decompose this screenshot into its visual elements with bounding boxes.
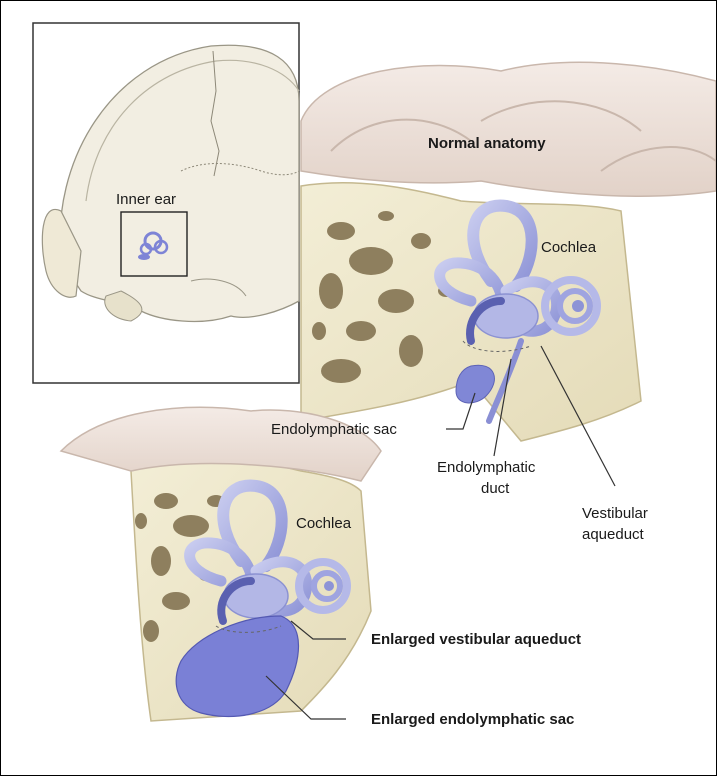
label-inner-ear: Inner ear <box>116 191 176 208</box>
leader-enlarged-endolymphatic-sac <box>265 675 346 720</box>
labyrinth-enlarged <box>175 479 351 718</box>
leader-enlarged-vestibular-aqueduct <box>290 620 346 640</box>
inner-ear-zoom-box <box>120 211 188 277</box>
label-endolymphatic-sac: Endolymphatic sac <box>271 421 397 438</box>
label-enlarged-endolymphatic-sac: Enlarged endolymphatic sac <box>371 711 574 728</box>
leader-vestibular-aqueduct <box>540 345 616 487</box>
label-vestibular-aqueduct-1: Vestibular <box>582 505 648 522</box>
head-inset <box>32 22 300 384</box>
label-cochlea-bottom: Cochlea <box>296 515 352 532</box>
label-endolymphatic-duct-1: Endolymphatic <box>437 459 536 476</box>
leader-lines <box>265 345 616 720</box>
label-normal-anatomy: Normal anatomy <box>428 135 546 152</box>
label-cochlea-top: Cochlea <box>541 239 597 256</box>
inner-ear-mini <box>138 231 169 260</box>
leader-endolymphatic-sac <box>446 392 476 430</box>
cochlea-top <box>541 276 601 336</box>
leader-endolymphatic-duct <box>493 358 512 457</box>
label-enlarged-vestibular-aqueduct: Enlarged vestibular aqueduct <box>371 631 581 648</box>
cochlea-bottom <box>295 558 351 614</box>
label-vestibular-aqueduct-2: aqueduct <box>582 526 645 543</box>
label-endolymphatic-duct-2: duct <box>481 480 510 497</box>
brain-tissue-top <box>300 61 716 197</box>
labyrinth-normal <box>434 199 601 424</box>
temporal-bone-normal <box>300 181 642 442</box>
